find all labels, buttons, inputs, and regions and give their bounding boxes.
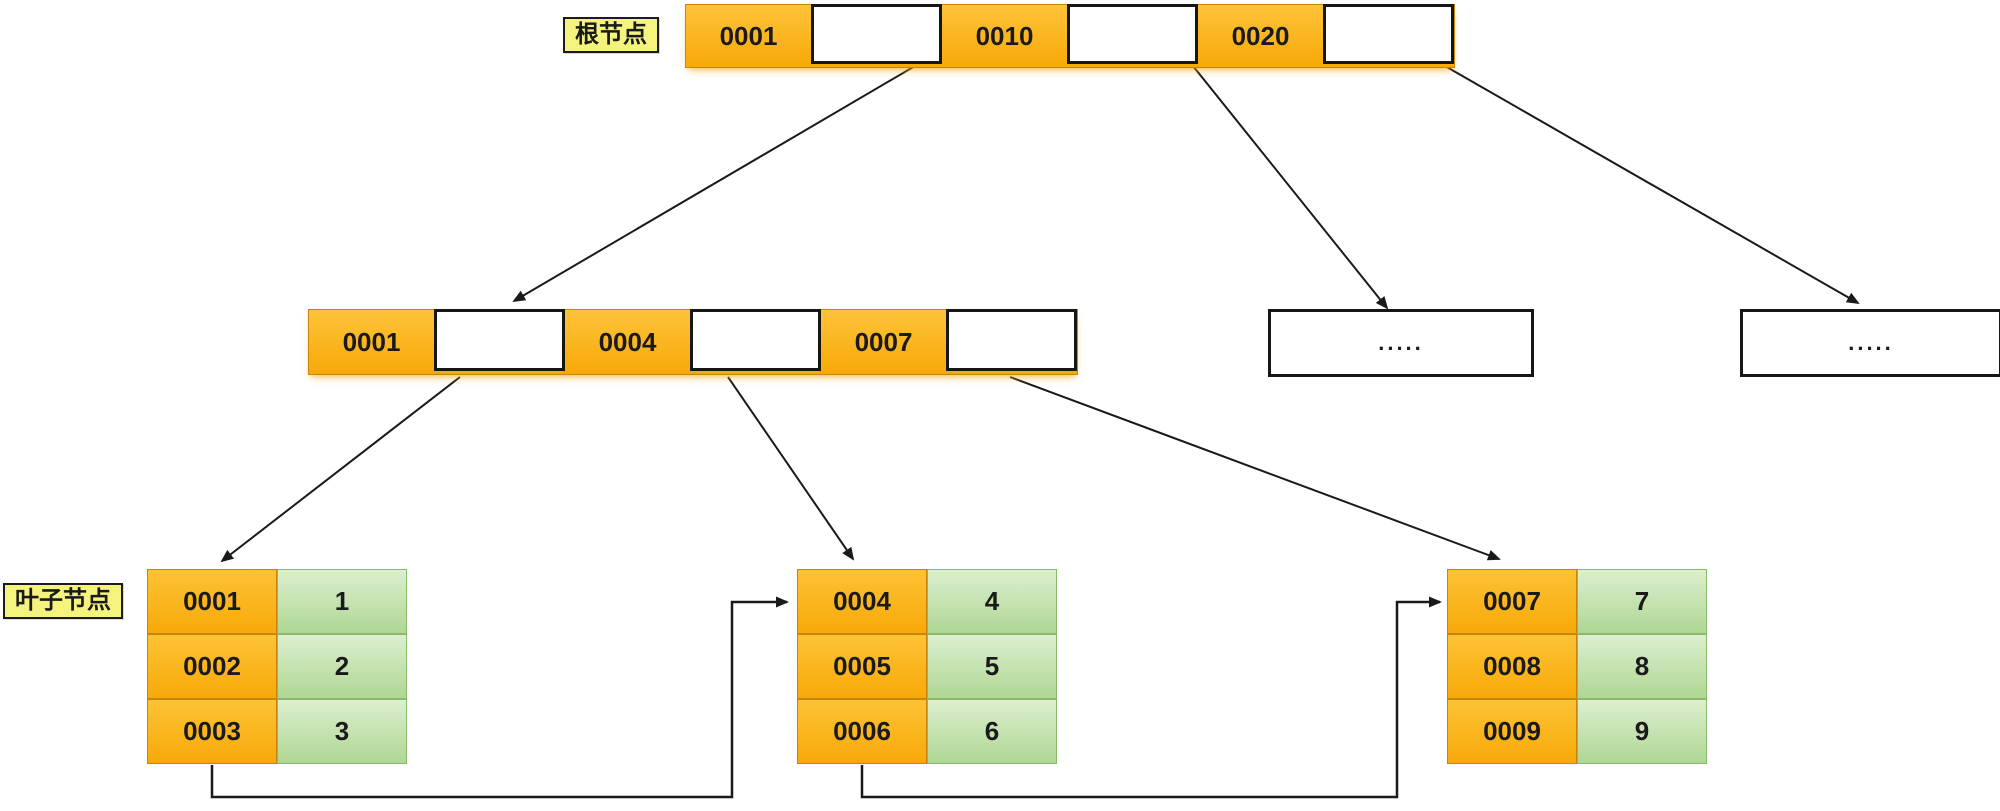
leaf2-key-2: 0005 xyxy=(797,634,927,699)
leaf2-value-1: 4 xyxy=(927,569,1057,634)
leaf1-key-3: 0003 xyxy=(147,699,277,764)
arrow-root-to-ellipsis-1 xyxy=(1192,65,1389,310)
leaf-table-1: 0001 1 0002 2 0003 3 xyxy=(147,569,407,764)
leaf2-value-3: 6 xyxy=(927,699,1057,764)
internal-key-cell-1: 0001 xyxy=(342,326,401,357)
leaf1-value-1: 1 xyxy=(277,569,407,634)
ellipsis-node-1: ..... xyxy=(1268,309,1534,377)
leaf2-key-3: 0006 xyxy=(797,699,927,764)
leaf3-key-2: 0008 xyxy=(1447,634,1577,699)
arrow-internal-to-leaf-3 xyxy=(1009,376,1501,561)
arrow-root-to-internal xyxy=(512,65,916,303)
leaf2-key-1: 0004 xyxy=(797,569,927,634)
root-key-cell-2: 0010 xyxy=(975,20,1034,51)
internal-pointer-cell-1 xyxy=(434,309,565,371)
leaf-node-label: 叶子节点 xyxy=(3,583,123,619)
leaf1-value-2: 2 xyxy=(277,634,407,699)
leaf1-value-3: 3 xyxy=(277,699,407,764)
internal-node: 0001 0004 0007 xyxy=(308,309,1078,375)
leaf-table-3: 0007 7 0008 8 0009 9 xyxy=(1447,569,1707,764)
root-pointer-cell-1 xyxy=(811,4,942,64)
leaf3-value-3: 9 xyxy=(1577,699,1707,764)
root-key-cell-3: 0020 xyxy=(1231,20,1290,51)
leaf2-value-2: 5 xyxy=(927,634,1057,699)
arrow-internal-to-leaf-2 xyxy=(727,376,855,561)
root-pointer-cell-2 xyxy=(1067,4,1198,64)
leaf-table-2: 0004 4 0005 5 0006 6 xyxy=(797,569,1057,764)
leaf3-value-2: 8 xyxy=(1577,634,1707,699)
root-node-label: 根节点 xyxy=(563,17,659,53)
internal-pointer-cell-2 xyxy=(690,309,821,371)
leaf3-value-1: 7 xyxy=(1577,569,1707,634)
arrow-root-to-ellipsis-2 xyxy=(1444,65,1860,304)
root-pointer-cell-3 xyxy=(1323,4,1454,64)
leaf3-key-3: 0009 xyxy=(1447,699,1577,764)
leaf3-key-1: 0007 xyxy=(1447,569,1577,634)
internal-key-cell-3: 0007 xyxy=(854,326,913,357)
ellipsis-node-2: ..... xyxy=(1740,309,2000,377)
internal-pointer-cell-3 xyxy=(946,309,1077,371)
leaf1-key-1: 0001 xyxy=(147,569,277,634)
arrow-internal-to-leaf-1 xyxy=(220,376,461,563)
root-key-cell-1: 0001 xyxy=(719,20,778,51)
internal-key-cell-2: 0004 xyxy=(598,326,657,357)
leaf1-key-2: 0002 xyxy=(147,634,277,699)
root-node: 0001 0010 0020 xyxy=(685,4,1455,68)
